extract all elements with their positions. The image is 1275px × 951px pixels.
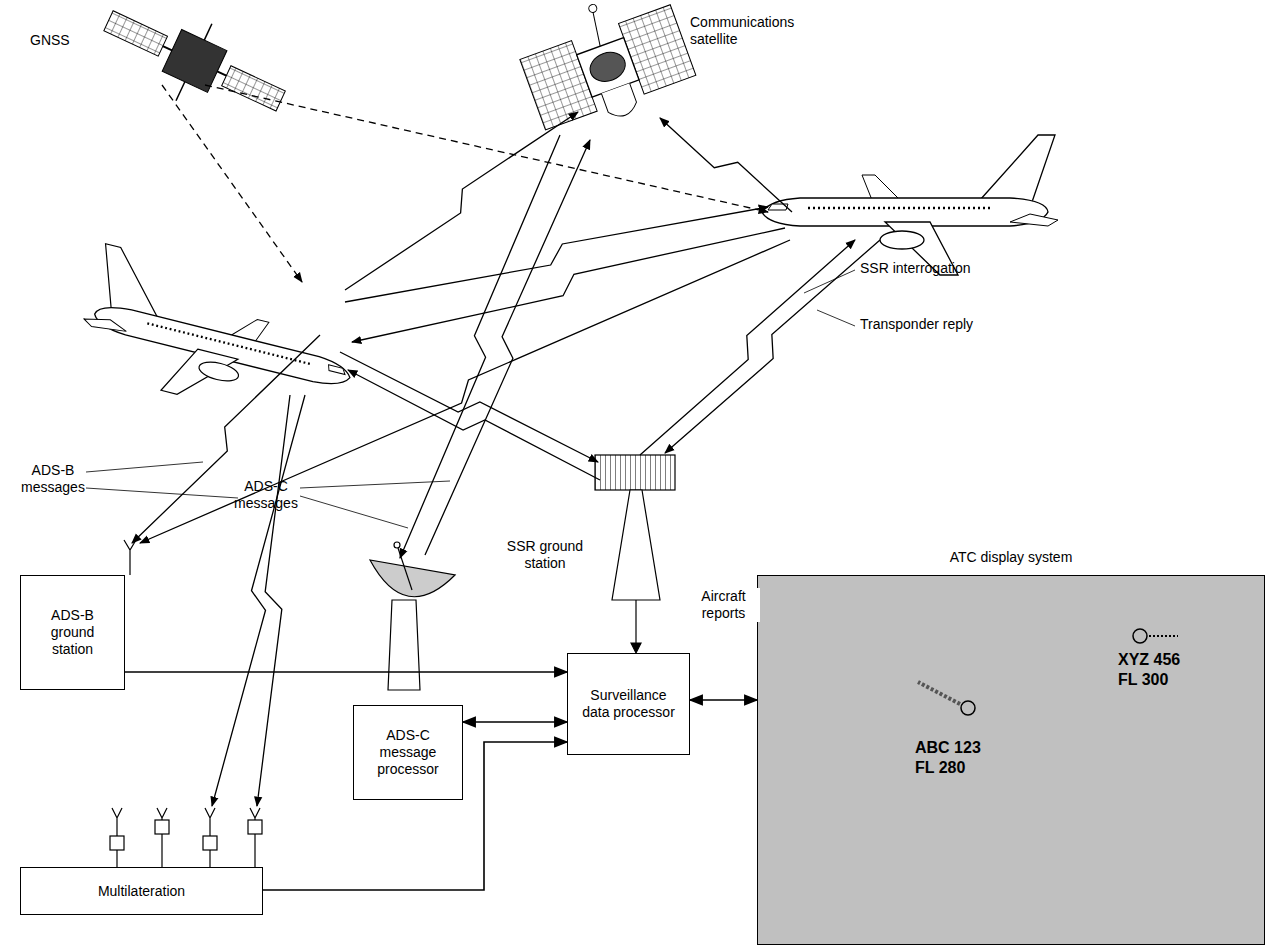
- display-screen: [757, 575, 1265, 945]
- aircraft: [72, 243, 367, 434]
- annotation: SSR ground station: [505, 538, 585, 572]
- radio-link: [640, 240, 855, 455]
- annotation: Transponder reply: [860, 316, 1000, 333]
- radio-link: [425, 140, 590, 555]
- data-link: [463, 721, 567, 723]
- radio-link: [140, 240, 790, 543]
- box-label: ADS-C message processor: [366, 727, 450, 777]
- edge-label: Aircraft reports: [688, 588, 760, 622]
- annotation: Communications satellite: [690, 14, 810, 48]
- radio-link: [212, 395, 305, 806]
- aircraft: [762, 135, 1058, 275]
- ground-station-box: ADS-B ground station: [20, 575, 125, 690]
- radio-link: [665, 240, 880, 453]
- radio-link: [340, 352, 598, 462]
- box-label: Surveillance data processor: [580, 687, 677, 721]
- radio-link: [345, 207, 768, 302]
- antenna: [124, 540, 136, 575]
- radio-link: [400, 135, 560, 558]
- gnss-satellite: [90, 0, 298, 141]
- track-label: ABC 123: [915, 738, 1015, 757]
- satellite-dish: [370, 542, 455, 690]
- ssr-antenna: [595, 455, 675, 653]
- processor-box: ADS-C message processor: [353, 705, 463, 800]
- gnss-signal: [162, 85, 302, 282]
- display-panel: ATC display system: [757, 575, 1265, 945]
- radio-link: [345, 112, 578, 290]
- multilateration-box: Multilateration: [20, 867, 263, 915]
- radio-link: [348, 370, 600, 480]
- box-label: ADS-B ground station: [33, 607, 112, 657]
- processor-box: Surveillance data processor: [567, 653, 690, 755]
- track-label: FL 280: [915, 758, 1015, 777]
- annotation: GNSS: [30, 32, 90, 49]
- radio-link: [352, 228, 785, 342]
- multilateration-antennas: [110, 808, 262, 867]
- gnss-signal: [205, 85, 768, 212]
- radio-link: [660, 118, 792, 212]
- radio-link: [132, 335, 320, 543]
- data-link: [690, 699, 757, 701]
- panel-heading: ATC display system: [758, 549, 1264, 566]
- track-label: FL 300: [1118, 670, 1218, 689]
- annotation: ADS-B messages: [18, 462, 88, 496]
- annotation: SSR interrogation: [860, 260, 1000, 277]
- track-label: XYZ 456: [1118, 650, 1218, 669]
- leader-lines: [86, 270, 855, 528]
- data-link: [125, 671, 567, 673]
- annotation: ADS-C messages: [230, 478, 302, 512]
- radio-link: [257, 395, 290, 806]
- box-label: Multilateration: [98, 883, 185, 900]
- communications-satellite: [511, 0, 701, 143]
